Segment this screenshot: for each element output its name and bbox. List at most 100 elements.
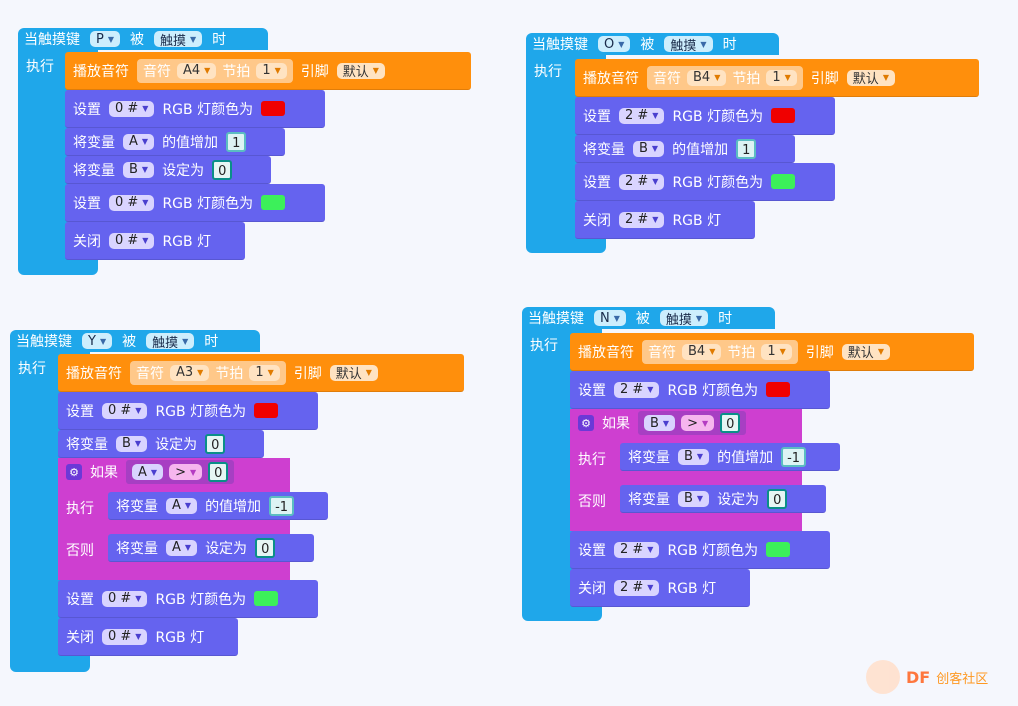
- number-input[interactable]: -1: [269, 495, 295, 516]
- led-dropdown[interactable]: 0 #▼: [109, 194, 155, 211]
- operator-dropdown[interactable]: >▼: [169, 464, 203, 480]
- var-dropdown[interactable]: A▼: [166, 497, 198, 514]
- set-rgb-block[interactable]: 设置 2 #▼ RGB 灯颜色为: [575, 163, 835, 201]
- chevron-down-icon: ▼: [142, 198, 149, 207]
- color-swatch-green[interactable]: [771, 174, 796, 189]
- set-rgb-block[interactable]: 设置 2 #▼ RGB 灯颜色为: [570, 531, 830, 569]
- number-input[interactable]: 0: [255, 537, 276, 558]
- set-var-block[interactable]: 将变量 B▼ 设定为 0: [65, 156, 271, 184]
- color-swatch-red[interactable]: [771, 108, 796, 123]
- event-dropdown[interactable]: 触摸▼: [659, 310, 709, 328]
- set-rgb-block[interactable]: 设置 0 #▼ RGB 灯颜色为: [58, 392, 318, 430]
- hat-block[interactable]: 当触摸键 Y▼ 被 触摸▼ 时: [10, 330, 260, 352]
- change-var-block[interactable]: 将变量 B▼ 的值增加 -1: [620, 443, 840, 471]
- play-note-block[interactable]: 播放音符 音符 A3▼ 节拍 1▼ 引脚 默认▼: [58, 354, 464, 392]
- led-dropdown[interactable]: 2 #▼: [619, 211, 665, 228]
- color-swatch-red[interactable]: [766, 382, 791, 397]
- play-note-block[interactable]: 播放音符 音符 B4▼ 节拍 1▼ 引脚 默认▼: [570, 333, 974, 371]
- number-input[interactable]: 0: [208, 462, 229, 482]
- led-dropdown[interactable]: 2 #▼: [614, 541, 660, 558]
- led-dropdown[interactable]: 2 #▼: [614, 579, 660, 596]
- key-dropdown[interactable]: O▼: [598, 36, 631, 52]
- led-dropdown[interactable]: 2 #▼: [619, 107, 665, 124]
- led-dropdown[interactable]: 0 #▼: [102, 590, 148, 607]
- number-input[interactable]: 0: [212, 159, 233, 180]
- event-dropdown[interactable]: 触摸▼: [154, 31, 203, 49]
- set-rgb-block[interactable]: 设置 0 #▼ RGB 灯颜色为: [65, 90, 325, 128]
- color-swatch-green[interactable]: [261, 195, 286, 210]
- gear-icon[interactable]: ⚙: [578, 415, 594, 431]
- rgb-off-block[interactable]: 关闭 2 #▼ RGB 灯: [575, 201, 755, 239]
- play-note-block[interactable]: 播放音符 音符 A4▼ 节拍 1▼ 引脚 默认▼: [65, 52, 471, 90]
- pin-dropdown[interactable]: 默认▼: [336, 62, 385, 80]
- chevron-down-icon: ▼: [365, 368, 372, 377]
- var-dropdown[interactable]: A▼: [166, 539, 198, 556]
- color-swatch-red[interactable]: [261, 101, 286, 116]
- compare-condition[interactable]: B▼ >▼ 0: [638, 411, 747, 435]
- var-dropdown[interactable]: B▼: [678, 490, 710, 507]
- color-swatch-red[interactable]: [254, 403, 279, 418]
- compare-condition[interactable]: A▼ >▼ 0: [126, 460, 235, 484]
- rgb-off-block[interactable]: 关闭 2 #▼ RGB 灯: [570, 569, 750, 607]
- hat-block[interactable]: 当触摸键 O▼ 被 触摸▼ 时: [526, 33, 779, 55]
- key-dropdown[interactable]: Y▼: [82, 333, 113, 349]
- var-dropdown[interactable]: A▼: [123, 133, 155, 150]
- set-var-block[interactable]: 将变量 B▼ 设定为 0: [620, 485, 826, 513]
- number-input[interactable]: 0: [205, 433, 226, 454]
- gear-icon[interactable]: ⚙: [66, 464, 82, 480]
- beat-dropdown[interactable]: 1▼: [256, 62, 287, 79]
- set-rgb-block[interactable]: 设置 0 #▼ RGB 灯颜色为: [58, 580, 318, 618]
- pin-dropdown[interactable]: 默认▼: [841, 343, 890, 361]
- block-stack: 播放音符 音符 A3▼ 节拍 1▼ 引脚 默认▼ 设置 0 #▼ RGB 灯颜色…: [58, 354, 464, 656]
- number-input[interactable]: 1: [226, 131, 247, 152]
- number-input[interactable]: 1: [736, 138, 757, 159]
- color-swatch-green[interactable]: [766, 542, 791, 557]
- set-rgb-block[interactable]: 设置 2 #▼ RGB 灯颜色为: [570, 371, 830, 409]
- var-dropdown[interactable]: A▼: [132, 464, 164, 480]
- if-else-block[interactable]: ⚙ 如果 A▼ >▼ 0 执行 否则 将变量 A▼ 的值增加 -1: [58, 458, 328, 580]
- note-dropdown[interactable]: B4▼: [682, 343, 722, 360]
- var-dropdown[interactable]: B▼: [644, 415, 676, 431]
- pin-dropdown[interactable]: 默认▼: [329, 364, 378, 382]
- number-input[interactable]: 0: [767, 488, 788, 509]
- var-dropdown[interactable]: B▼: [678, 448, 710, 465]
- set-rgb-block[interactable]: 设置 0 #▼ RGB 灯颜色为: [65, 184, 325, 222]
- set-rgb-block[interactable]: 设置 2 #▼ RGB 灯颜色为: [575, 97, 835, 135]
- led-dropdown[interactable]: 0 #▼: [102, 628, 148, 645]
- if-else-block[interactable]: ⚙ 如果 B▼ >▼ 0 执行 否则 将变量 B▼ 的值增加 -1: [570, 409, 840, 531]
- var-dropdown[interactable]: B▼: [633, 140, 665, 157]
- note-dropdown[interactable]: A4▼: [177, 62, 217, 79]
- var-dropdown[interactable]: B▼: [116, 435, 148, 452]
- change-var-block[interactable]: 将变量 A▼ 的值增加 1: [65, 128, 285, 156]
- set-var-block[interactable]: 将变量 A▼ 设定为 0: [108, 534, 314, 562]
- change-var-block[interactable]: 将变量 A▼ 的值增加 -1: [108, 492, 328, 520]
- led-dropdown[interactable]: 0 #▼: [109, 232, 155, 249]
- beat-dropdown[interactable]: 1▼: [249, 364, 280, 381]
- note-dropdown[interactable]: B4▼: [687, 69, 727, 86]
- event-dropdown[interactable]: 触摸▼: [146, 333, 195, 351]
- pin-dropdown[interactable]: 默认▼: [846, 69, 895, 87]
- chevron-down-icon: ▼: [134, 439, 142, 448]
- var-dropdown[interactable]: B▼: [123, 161, 155, 178]
- led-dropdown[interactable]: 2 #▼: [619, 173, 665, 190]
- rgb-off-block[interactable]: 关闭 0 #▼ RGB 灯: [58, 618, 238, 656]
- led-dropdown[interactable]: 0 #▼: [102, 402, 148, 419]
- rgb-off-block[interactable]: 关闭 0 #▼ RGB 灯: [65, 222, 245, 260]
- event-dropdown[interactable]: 触摸▼: [664, 36, 713, 54]
- beat-dropdown[interactable]: 1▼: [761, 343, 792, 360]
- number-input[interactable]: 0: [720, 413, 741, 433]
- change-var-block[interactable]: 将变量 B▼ 的值增加 1: [575, 135, 795, 163]
- note-dropdown[interactable]: A3▼: [170, 364, 210, 381]
- operator-dropdown[interactable]: >▼: [681, 415, 715, 431]
- number-input[interactable]: -1: [781, 446, 807, 467]
- set-var-block[interactable]: 将变量 B▼ 设定为 0: [58, 430, 264, 458]
- play-note-block[interactable]: 播放音符 音符 B4▼ 节拍 1▼ 引脚 默认▼: [575, 59, 979, 97]
- hat-block[interactable]: 当触摸键 P▼ 被 触摸▼ 时: [18, 28, 268, 50]
- led-dropdown[interactable]: 2 #▼: [614, 381, 660, 398]
- key-dropdown[interactable]: N▼: [594, 310, 626, 326]
- hat-block[interactable]: 当触摸键 N▼ 被 触摸▼ 时: [522, 307, 775, 329]
- led-dropdown[interactable]: 0 #▼: [109, 100, 155, 117]
- beat-dropdown[interactable]: 1▼: [766, 69, 797, 86]
- color-swatch-green[interactable]: [254, 591, 279, 606]
- key-dropdown[interactable]: P▼: [90, 31, 120, 47]
